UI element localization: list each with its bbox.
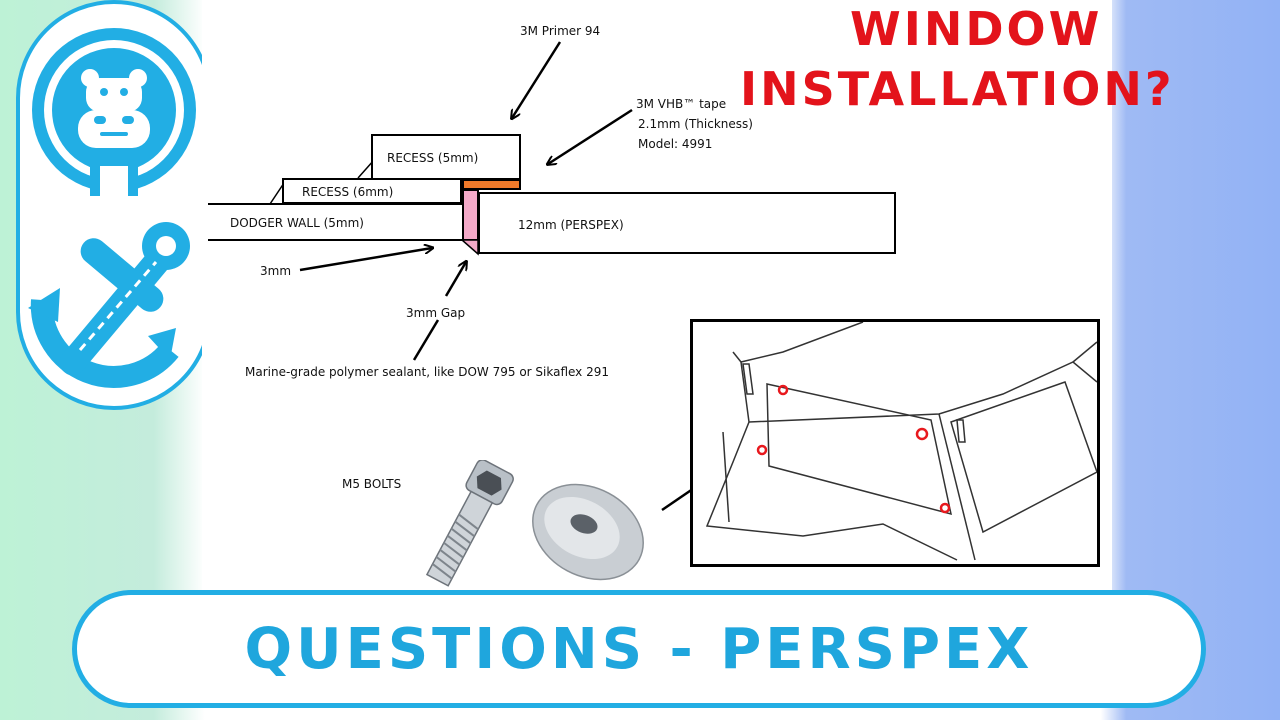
perspex-box: 12mm (PERSPEX) <box>478 192 896 254</box>
perspex-label: 12mm (PERSPEX) <box>518 218 624 232</box>
vhb-label-line2: 2.1mm (Thickness) <box>638 117 753 131</box>
washer-image <box>532 483 644 581</box>
gap-arrow <box>444 262 466 297</box>
dodger-wall-label: DODGER WALL (5mm) <box>230 216 364 230</box>
dodger-wall-box: DODGER WALL (5mm) <box>208 203 464 241</box>
recess-6mm-box: RECESS (6mm) <box>282 178 462 204</box>
vhb-tape-strip <box>462 179 521 190</box>
sealant-label: Marine-grade polymer sealant, like DOW 7… <box>245 365 609 379</box>
vhb-label-line1: 3M VHB™ tape <box>636 97 727 111</box>
recess-5mm-label: RECESS (5mm) <box>387 151 479 165</box>
primer-label: 3M Primer 94 <box>520 24 601 38</box>
primer-arrow <box>512 41 562 118</box>
vhb-arrow <box>548 108 633 164</box>
banner-text: QUESTIONS - PERSPEX <box>244 617 1034 682</box>
sealant-strip <box>462 189 479 241</box>
three-mm-arrow <box>299 248 432 272</box>
dodger-sketch <box>705 322 1097 561</box>
gap-label: 3mm Gap <box>406 306 466 320</box>
dodger-sketch-photo <box>690 319 1100 567</box>
title-line-1: WINDOW <box>850 2 1103 56</box>
anchor-icon <box>28 222 190 388</box>
recess-6mm-label: RECESS (6mm) <box>302 185 394 199</box>
bolt-image <box>425 460 514 587</box>
bolts-label: M5 BOLTS <box>342 477 402 491</box>
title-line-2: INSTALLATION? <box>740 62 1175 116</box>
three-mm-label: 3mm <box>260 264 292 278</box>
hippo-icon <box>32 28 196 196</box>
vhb-label-line3: Model: 4991 <box>638 137 713 151</box>
sealant-line <box>412 319 440 361</box>
logo-pill <box>16 0 212 410</box>
recess-5mm-box: RECESS (5mm) <box>371 134 521 180</box>
bottom-banner: QUESTIONS - PERSPEX <box>72 590 1206 708</box>
